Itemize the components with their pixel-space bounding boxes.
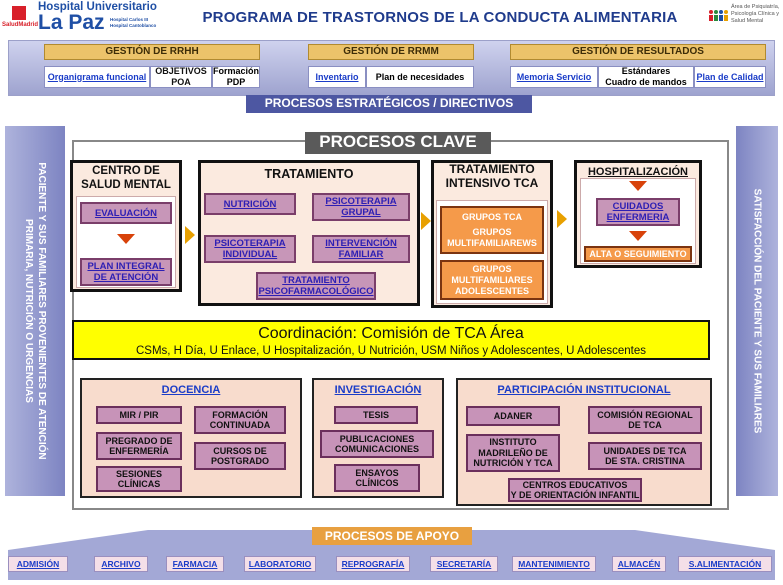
tratamiento-title: TRATAMIENTO [264,167,354,181]
arrow-down-icon [629,181,647,191]
arrow-right-icon [185,226,195,244]
support-item-admision[interactable]: ADMISIÓN [8,556,68,572]
docencia-title[interactable]: DOCENCIA [161,384,221,396]
estandares-label: Estándares Cuadro de mandos [605,66,687,87]
arrow-down-icon [117,234,135,244]
plan-necesidades: Plan de necesidades [366,66,474,88]
hospital-sub: Hospital Carlos III Hospital Cantoblanco [110,17,157,28]
intervencion-familiar-button[interactable]: INTERVENCIÓN FAMILIAR [312,235,410,263]
red-cross-icon [12,6,26,20]
support-item-archivo[interactable]: ARCHIVO [94,556,148,572]
group-title-rrmm: GESTIÓN DE RRMM [308,44,474,60]
link-memoria[interactable]: Memoria Servicio [510,66,598,88]
participacion-instituto: INSTITUTO MADRILEÑO DE NUTRICIÓN Y TCA [466,434,560,472]
hospital-line2: La Paz [38,11,105,34]
support-item-mantenimiento[interactable]: MANTENIMIENTO [512,556,596,572]
participacion-comision-regional: COMISIÓN REGIONAL DE TCA [588,406,702,434]
psychiatry-logo [708,8,728,22]
support-item-alimentacion[interactable]: S.ALIMENTACIÓN [678,556,772,572]
grupos-tca-label: GRUPOS TCA [461,211,522,222]
header: SaludMadrid Hospital Universitario La Pa… [0,0,783,36]
cuidados-enfermeria-button[interactable]: CUIDADOS ENFERMERIA [596,198,680,226]
link-inventario[interactable]: Inventario [308,66,366,88]
left-band: PACIENTE Y SUS FAMILIARES PROVENIENTES D… [5,126,65,496]
support-item-almacen[interactable]: ALMACÉN [612,556,666,572]
coordination-subtitle: CSMs, H Día, U Enlace, U Hospitalización… [135,345,647,357]
strategic-label: PROCESOS ESTRATÉGICOS / DIRECTIVOS [246,95,532,113]
investigacion-ensayos: ENSAYOS CLÍNICOS [334,464,420,492]
nutricion-button[interactable]: NUTRICIÓN [204,193,296,215]
key-processes-title: PROCESOS CLAVE [305,132,491,154]
docencia-mir-pir: MIR / PIR [96,406,182,424]
group-title-resultados: GESTIÓN DE RESULTADOS [510,44,766,60]
estandares[interactable]: Estándares Cuadro de mandos [598,66,694,88]
participacion-unidades-tca: UNIDADES DE TCA DE STA. CRISTINA [588,442,702,470]
docencia-pregrado: PREGRADO DE ENFERMERÍA [96,432,182,460]
support-label: PROCESOS DE APOYO [312,527,472,545]
arrow-right-icon [421,212,431,230]
saludmadrid-logo: SaludMadrid [2,4,38,32]
tratamiento-farmaco-button[interactable]: TRATAMIENTO PSICOFARMACOLÓGICO [256,272,376,300]
formacion-pdp: Formación PDP [212,66,260,88]
objetivos-poa-label: OBJETIVOS POA [155,66,207,87]
psicoterapia-individual-button[interactable]: PSICOTERAPIA INDIVIDUAL [204,235,296,263]
saludmadrid-label: SaludMadrid [2,22,39,28]
grupos-tca-box: GRUPOS TCA GRUPOS MULTIFAMILIAREWS [440,206,544,254]
psicoterapia-grupal-button[interactable]: PSICOTERAPIA GRUPAL [312,193,410,221]
link-organigrama[interactable]: Organigrama funcional [44,66,150,88]
hospital-logo: Hospital Universitario La Paz Hospital C… [38,1,158,35]
participacion-adaner: ADANER [466,406,560,426]
right-band-text: SATISFACCIÓN DEL PACIENTE Y SUS FAMILIAR… [751,188,763,434]
coordination-title: Coordinación: Comisión de TCA Área [258,325,524,342]
arrow-right-icon [557,210,567,228]
group-title-rrhh: GESTIÓN DE RRHH [44,44,260,60]
csm-title: CENTRO DE SALUD MENTAL [81,165,171,191]
participacion-title[interactable]: PARTICIPACIÓN INSTITUCIONAL [497,384,671,396]
hospital-line1: Hospital Universitario [38,1,157,13]
link-plan-calidad[interactable]: Plan de Calidad [694,66,766,88]
intensivo-title: TRATAMIENTO INTENSIVO TCA [445,162,539,190]
plan-integral-button[interactable]: PLAN INTEGRAL DE ATENCIÓN [80,258,172,286]
arrow-down-icon [629,231,647,241]
psychiatry-logo-text: Área de Psiquiatría, Psicología Clínica … [731,4,780,24]
grupos-multi-label: GRUPOS MULTIFAMILIAREWS [447,226,537,248]
support-item-farmacia[interactable]: FARMACIA [166,556,224,572]
coordination-box: Coordinación: Comisión de TCA Área CSMs,… [72,320,710,360]
evaluacion-button[interactable]: EVALUACIÓN [80,202,172,224]
support-row: ADMISIÓN ARCHIVO FARMACIA LABORATORIO RE… [8,556,775,574]
people-icon [709,10,728,21]
objetivos-poa[interactable]: OBJETIVOS POA [150,66,212,88]
support-item-reprografia[interactable]: REPROGRAFÍA [336,556,410,572]
docencia-formacion-continuada: FORMACIÓN CONTINUADA [194,406,286,434]
grupos-adolescentes-box: GRUPOS MULTIFAMILIARES ADOLESCENTES [440,260,544,300]
support-item-laboratorio[interactable]: LABORATORIO [244,556,316,572]
investigacion-publicaciones: PUBLICACIONES COMUNICACIONES [320,430,434,458]
formacion-pdp-label: Formación PDP [213,66,260,87]
page-title: PROGRAMA DE TRASTORNOS DE LA CONDUCTA AL… [202,9,678,26]
participacion-centros-educativos: CENTROS EDUCATIVOS Y DE ORIENTACIÓN INFA… [508,478,642,502]
right-band: SATISFACCIÓN DEL PACIENTE Y SUS FAMILIAR… [736,126,778,496]
investigacion-title[interactable]: INVESTIGACIÓN [334,384,422,396]
docencia-sesiones: SESIONES CLÍNICAS [96,466,182,492]
docencia-cursos-postgrado: CURSOS DE POSTGRADO [194,442,286,470]
support-item-secretaria[interactable]: SECRETARÍA [430,556,498,572]
hospitalizacion-title[interactable]: HOSPITALIZACIÓN [587,166,688,178]
left-band-text: PACIENTE Y SUS FAMILIARES PROVENIENTES D… [23,162,47,460]
alta-seguimiento-box: ALTA O SEGUIMIENTO [584,246,692,262]
investigacion-tesis: TESIS [334,406,418,424]
